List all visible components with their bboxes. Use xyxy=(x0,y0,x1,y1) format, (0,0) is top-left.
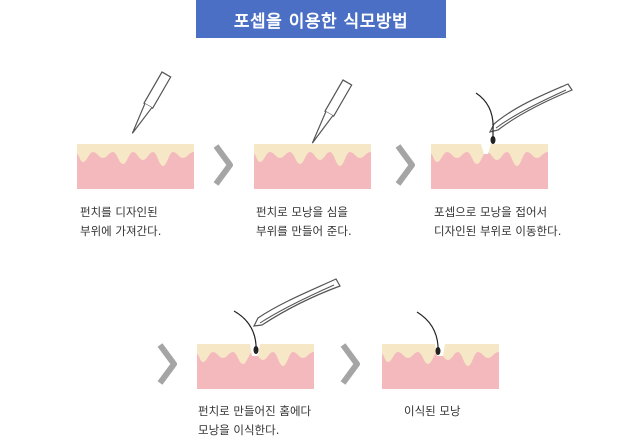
step-2-illustration xyxy=(254,79,371,189)
step-3-caption-line: 포셉으로 모낭을 접어서 xyxy=(434,205,548,219)
hair-follicle-icon xyxy=(416,311,439,353)
chevron-right-icon xyxy=(340,343,360,385)
hair-follicle-icon xyxy=(233,310,257,352)
step-5-caption: 이식된 모낭 xyxy=(404,402,461,421)
skin-block xyxy=(254,144,371,189)
chevron-right-icon xyxy=(157,343,177,385)
step-4-caption: 펀치로 만들어진 홈에다 모낭을 이식한다. xyxy=(198,402,311,440)
skin-block xyxy=(431,144,548,189)
step-5-illustration xyxy=(382,311,499,389)
skin-block xyxy=(77,144,194,189)
step-1-caption: 펀치를 디자인된 부위에 가져간다. xyxy=(80,203,161,241)
step-3-caption-line: 디자인된 부위로 이동한다. xyxy=(434,224,562,238)
step-1-caption-line: 펀치를 디자인된 xyxy=(80,205,158,219)
punch-tool-icon xyxy=(131,71,172,134)
title-banner: 포셉을 이용한 식모방법 xyxy=(196,0,446,38)
hair-follicle-icon xyxy=(475,92,494,142)
chevron-right-icon xyxy=(395,144,415,186)
punch-tool-icon xyxy=(311,79,353,144)
hair-bulb xyxy=(253,346,259,354)
forceps-tool-icon xyxy=(252,278,341,327)
step-5-caption-line: 이식된 모낭 xyxy=(404,404,461,418)
page-title: 포셉을 이용한 식모방법 xyxy=(233,11,409,32)
chevron-right-icon xyxy=(213,144,233,186)
step-4-illustration xyxy=(197,278,341,389)
step-1-illustration xyxy=(77,71,194,189)
step-1-caption-line: 부위에 가져간다. xyxy=(80,224,162,238)
forceps-tool-icon xyxy=(488,83,573,133)
hair-bulb xyxy=(435,347,441,355)
step-3-illustration xyxy=(431,83,573,189)
step-3-caption: 포셉으로 모낭을 접어서 디자인된 부위로 이동한다. xyxy=(434,203,561,241)
step-2-caption-line: 펀치로 모낭을 심을 xyxy=(256,205,348,219)
step-4-caption-line: 펀치로 만들어진 홈에다 xyxy=(198,404,312,418)
step-2-caption-line: 부위를 만들어 준다. xyxy=(256,224,352,238)
step-2-caption: 펀치로 모낭을 심을 부위를 만들어 준다. xyxy=(256,203,352,241)
hair-bulb xyxy=(490,136,496,144)
skin-block xyxy=(382,344,499,389)
step-4-caption-line: 모낭을 이식한다. xyxy=(198,423,280,437)
